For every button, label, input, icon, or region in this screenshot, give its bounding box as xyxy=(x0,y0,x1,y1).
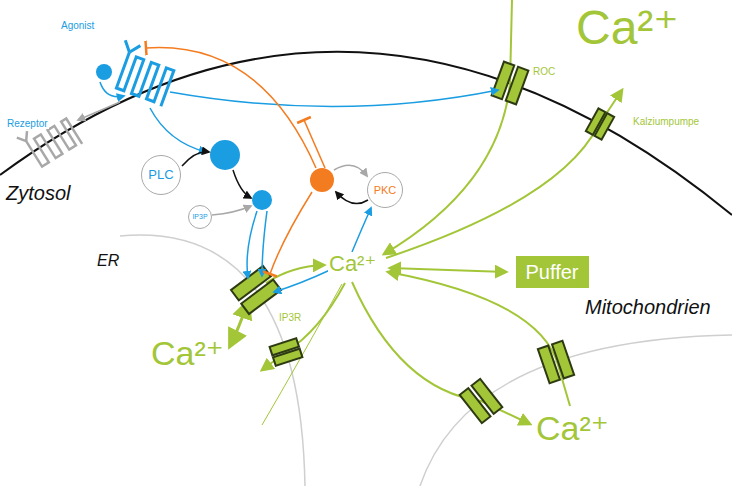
agonist-label: Agonist xyxy=(60,20,95,31)
ion-label: Ca²⁺ xyxy=(150,335,225,372)
ion-label: Ca²⁺ xyxy=(535,410,610,447)
channel-label: ROC xyxy=(532,66,556,77)
mito-membrane xyxy=(420,335,732,486)
compartment-label: ER xyxy=(96,252,120,270)
compartment-label: Zytosol xyxy=(5,182,71,204)
roc-influx xyxy=(384,0,512,254)
signal-arrow xyxy=(334,165,367,176)
node-text: Puffer xyxy=(526,261,579,283)
inhibition xyxy=(270,192,312,274)
signal-arrow xyxy=(100,82,124,97)
channel-label: IP3R xyxy=(278,312,302,323)
signal-arrow xyxy=(262,211,267,276)
signal-arrow xyxy=(78,102,120,120)
pump-label: Kalziumpumpe xyxy=(632,116,700,127)
inhibition xyxy=(146,48,316,168)
cell-membrane xyxy=(0,52,732,215)
dag xyxy=(310,168,334,192)
buffer-exchange xyxy=(390,268,506,272)
ion-label: Ca²⁺ xyxy=(575,2,680,55)
buffer-box: Puffer xyxy=(516,256,589,288)
calcium-pump xyxy=(586,108,614,139)
node-text: PKC xyxy=(374,184,397,196)
signal-arrow xyxy=(170,90,498,107)
signal-arrow xyxy=(182,152,209,166)
signal-arrow xyxy=(336,192,368,204)
er-channel xyxy=(270,338,303,366)
pump-efflux xyxy=(386,90,622,258)
inhibition xyxy=(304,120,325,168)
g-protein xyxy=(210,140,240,170)
receptor-label: Rezeptor xyxy=(6,118,49,129)
node-text: PLC xyxy=(148,168,173,182)
signal-arrow xyxy=(212,206,251,215)
ip3 xyxy=(252,190,272,210)
ion-label: Ca²⁺ xyxy=(328,252,377,276)
er-leak xyxy=(262,284,342,425)
enzyme-circle: IP3P xyxy=(188,205,212,229)
enzyme-circle: PKC xyxy=(367,172,403,208)
roc-channel xyxy=(492,62,529,105)
signal-arrow xyxy=(233,170,251,198)
er-membrane xyxy=(120,235,305,486)
signal-arrow xyxy=(352,208,371,252)
agonist xyxy=(96,64,112,80)
mito-channel xyxy=(538,341,574,384)
ip3r-channel xyxy=(231,266,281,314)
signal-arrow xyxy=(247,211,257,278)
mito-uptake xyxy=(352,282,530,424)
signal-arrow xyxy=(150,108,206,152)
signal-arrow xyxy=(274,270,330,292)
mito-channel xyxy=(460,379,503,423)
node-text: IP3P xyxy=(192,213,207,221)
compartment-label: Mitochondrien xyxy=(584,296,712,318)
enzyme-circle: PLC xyxy=(141,155,181,195)
